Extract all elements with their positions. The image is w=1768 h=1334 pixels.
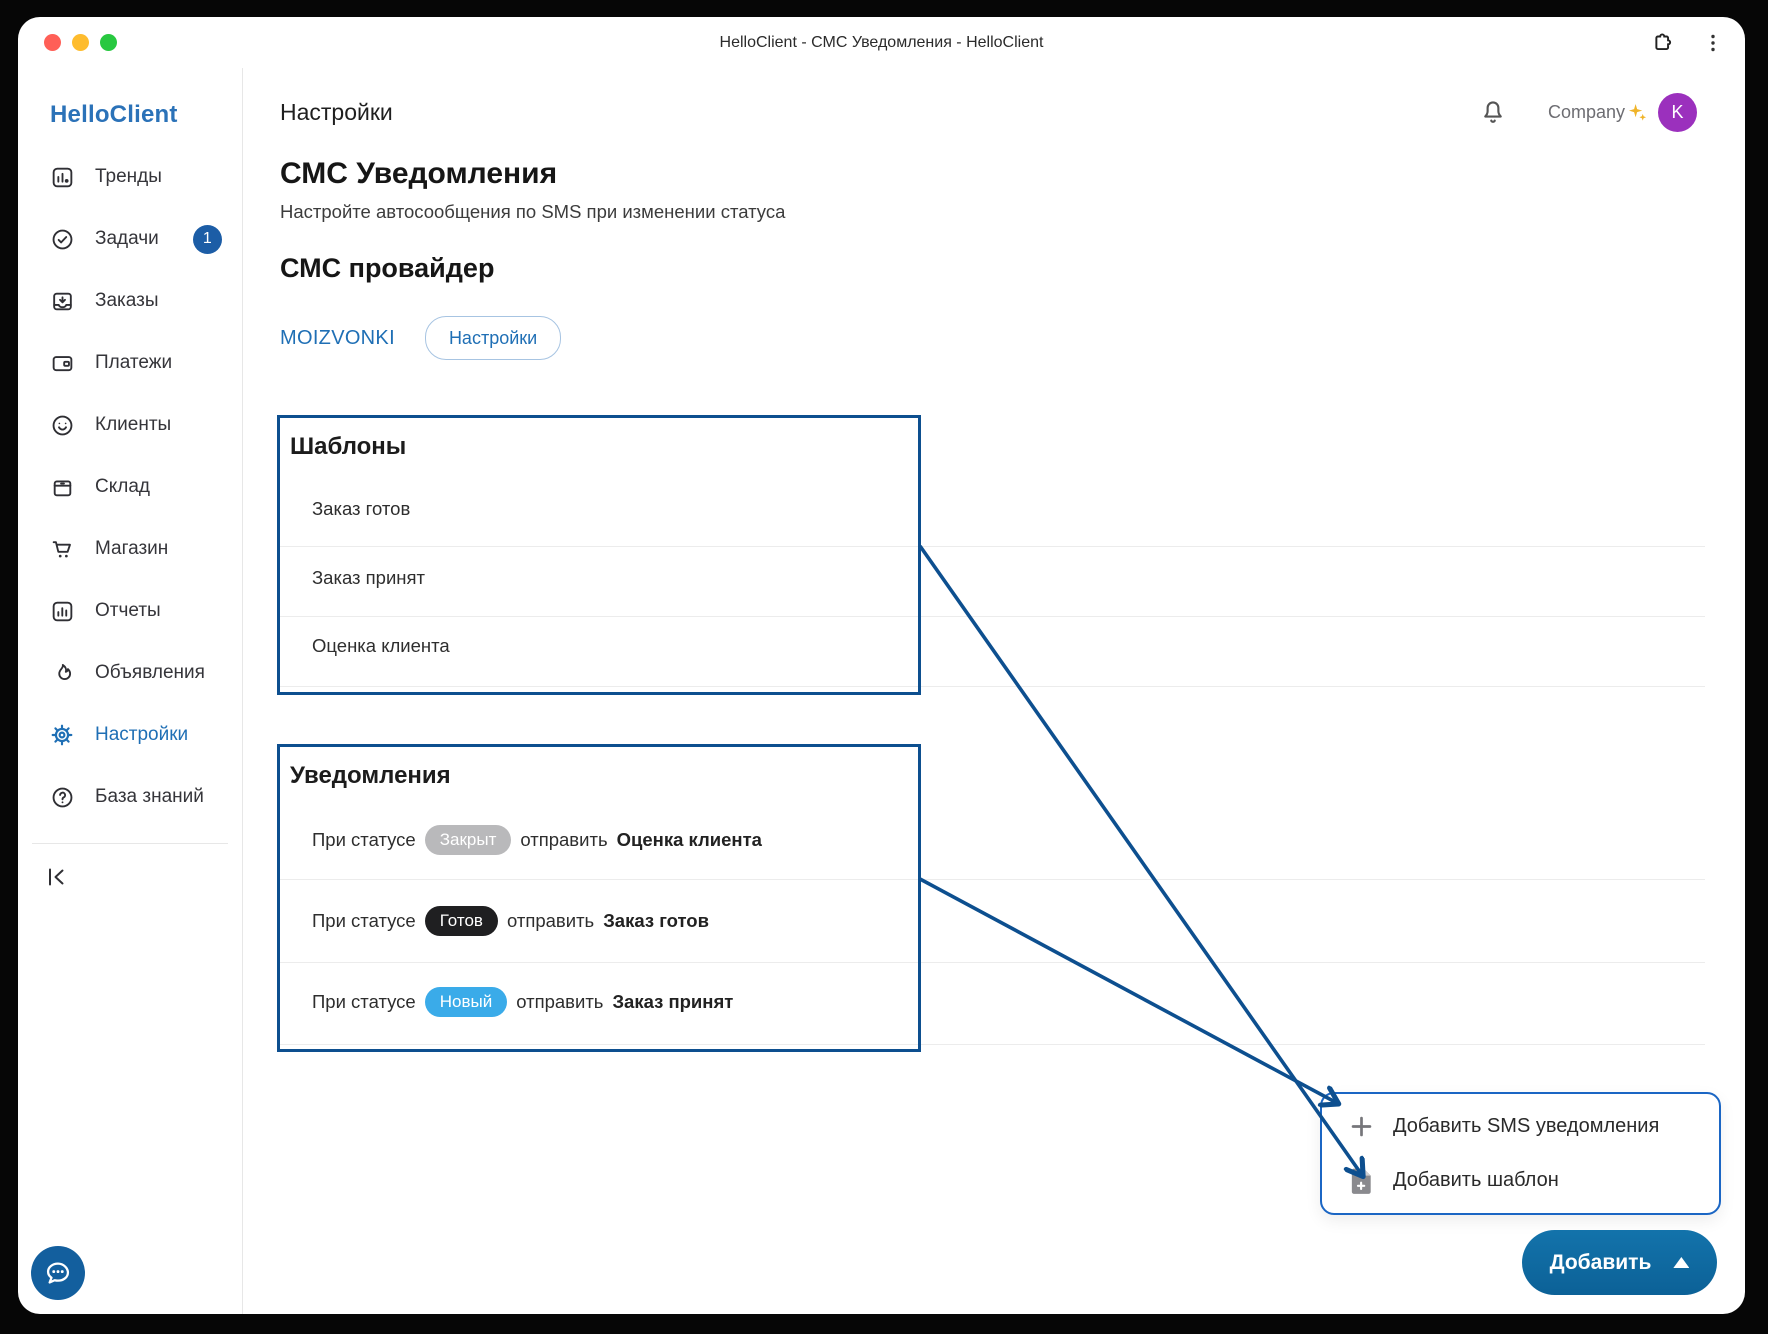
sidebar-item-label: Отчеты — [95, 600, 161, 621]
page-subtitle: Настройте автосообщения по SMS при измен… — [280, 201, 786, 222]
sidebar-item-clients[interactable]: Клиенты — [18, 394, 242, 456]
sidebar-item-label: Заказы — [95, 290, 159, 311]
add-button[interactable]: Добавить — [1522, 1230, 1717, 1295]
sidebar-item-label: Платежи — [95, 352, 173, 373]
browser-menu-icon[interactable] — [1701, 31, 1725, 55]
tasks-count-badge: 1 — [192, 224, 222, 254]
page-title: СМС Уведомления — [280, 157, 558, 190]
plus-icon — [1346, 1112, 1376, 1142]
status-badge: Готов — [424, 906, 498, 936]
sidebar-item-label: Клиенты — [95, 414, 172, 435]
sidebar-item-label: База знаний — [95, 786, 204, 807]
sidebar-item-label: Настройки — [95, 724, 189, 745]
template-name: Заказ готов — [603, 910, 709, 931]
add-template-item[interactable]: Добавить шаблон — [1322, 1157, 1719, 1205]
close-window-button[interactable] — [44, 34, 61, 51]
window-title: HelloClient - СМС Уведомления - HelloCli… — [719, 34, 1044, 51]
app-logo[interactable]: HelloClient — [50, 101, 178, 128]
template-row[interactable]: Заказ принят — [312, 567, 425, 589]
sparkle-icon — [1628, 103, 1647, 122]
provider-row: MOIZVONKI Настройки — [280, 316, 562, 360]
chat-bubble-icon — [41, 1256, 75, 1290]
template-name: Заказ принят — [312, 567, 426, 588]
provider-settings-button[interactable]: Настройки — [424, 316, 562, 360]
collapse-sidebar-icon[interactable] — [45, 865, 69, 889]
company-name: Company — [1548, 101, 1626, 122]
settings-icon — [49, 722, 75, 748]
add-sms-notification-item[interactable]: Добавить SMS уведомления — [1322, 1103, 1719, 1151]
titlebar: HelloClient - СМС Уведомления - HelloCli… — [18, 17, 1745, 69]
send-label: отправить — [516, 991, 604, 1012]
sidebar-item-trends[interactable]: Тренды — [18, 146, 242, 208]
send-label: отправить — [506, 910, 595, 931]
notification-row[interactable]: При статусе Готов отправить Заказ готов — [312, 906, 709, 936]
templates-heading: Шаблоны — [290, 433, 407, 460]
template-row[interactable]: Оценка клиента — [312, 635, 450, 657]
sidebar-item-label: Задачи — [95, 228, 159, 249]
sidebar-separator — [32, 843, 228, 844]
payments-icon — [49, 350, 75, 376]
sidebar-item-label: Склад — [95, 476, 150, 497]
notifications-bell-icon[interactable] — [1478, 97, 1508, 127]
breadcrumb: Настройки — [280, 99, 393, 125]
sidebar-item-orders[interactable]: Заказы — [18, 270, 242, 332]
arrow-templates-to-add-template — [918, 544, 1362, 1175]
sidebar-item-knowledge-base[interactable]: База знаний — [18, 766, 242, 828]
sidebar-divider — [242, 68, 243, 1314]
app-window: HelloClient - СМС Уведомления - HelloCli… — [18, 17, 1745, 1314]
file-plus-icon — [1346, 1166, 1376, 1196]
traffic-lights — [44, 34, 117, 51]
sidebar-item-label: Магазин — [95, 538, 169, 559]
sidebar-item-reports[interactable]: Отчеты — [18, 580, 242, 642]
sms-provider-heading: СМС провайдер — [280, 253, 495, 283]
sidebar-item-label: Тренды — [95, 166, 162, 187]
status-prefix: При статусе — [312, 829, 416, 850]
clients-icon — [49, 412, 75, 438]
notification-row[interactable]: При статусе Закрыт отправить Оценка клие… — [312, 825, 762, 855]
sidebar-nav: Тренды Задачи 1 Заказы Платежи — [18, 146, 242, 828]
trends-icon — [49, 164, 75, 190]
orders-icon — [49, 288, 75, 314]
status-badge: Закрыт — [424, 825, 512, 855]
sidebar-item-payments[interactable]: Платежи — [18, 332, 242, 394]
chevron-up-icon — [1673, 1257, 1690, 1268]
template-name: Заказ готов — [312, 498, 411, 519]
template-row[interactable]: Заказ готов — [312, 498, 410, 520]
template-name: Оценка клиента — [312, 635, 450, 656]
extensions-icon[interactable] — [1649, 30, 1675, 56]
arrow-notifications-to-add-sms — [919, 877, 1337, 1103]
shop-icon — [49, 536, 75, 562]
add-popup-menu: Добавить SMS уведомления Добавить шаблон — [1320, 1092, 1721, 1215]
sidebar-item-shop[interactable]: Магазин — [18, 518, 242, 580]
popup-item-label: Добавить SMS уведомления — [1393, 1115, 1660, 1137]
minimize-window-button[interactable] — [72, 34, 89, 51]
reports-icon — [49, 598, 75, 624]
status-badge: Новый — [424, 987, 508, 1017]
knowledge-icon — [49, 784, 75, 810]
sidebar-item-label: Объявления — [95, 662, 205, 683]
popup-item-label: Добавить шаблон — [1393, 1169, 1559, 1191]
sidebar-item-settings[interactable]: Настройки — [18, 704, 242, 766]
provider-link[interactable]: MOIZVONKI — [280, 326, 395, 349]
status-prefix: При статусе — [312, 910, 416, 931]
account-menu[interactable]: Company K — [1548, 91, 1698, 133]
tasks-icon — [49, 226, 75, 252]
sidebar-item-tasks[interactable]: Задачи 1 — [18, 208, 242, 270]
status-prefix: При статусе — [312, 991, 416, 1012]
zoom-window-button[interactable] — [100, 34, 117, 51]
sidebar-item-announcements[interactable]: Объявления — [18, 642, 242, 704]
announcements-icon — [49, 660, 75, 686]
notification-row[interactable]: При статусе Новый отправить Заказ принят — [312, 987, 733, 1017]
notifications-heading: Уведомления — [290, 762, 451, 789]
support-chat-button[interactable] — [31, 1246, 85, 1300]
add-button-label: Добавить — [1549, 1250, 1652, 1274]
template-name: Заказ принят — [612, 991, 734, 1012]
send-label: отправить — [520, 829, 608, 850]
sidebar-item-warehouse[interactable]: Склад — [18, 456, 242, 518]
avatar[interactable]: K — [1658, 92, 1698, 132]
warehouse-icon — [49, 474, 75, 500]
template-name: Оценка клиента — [616, 829, 762, 850]
